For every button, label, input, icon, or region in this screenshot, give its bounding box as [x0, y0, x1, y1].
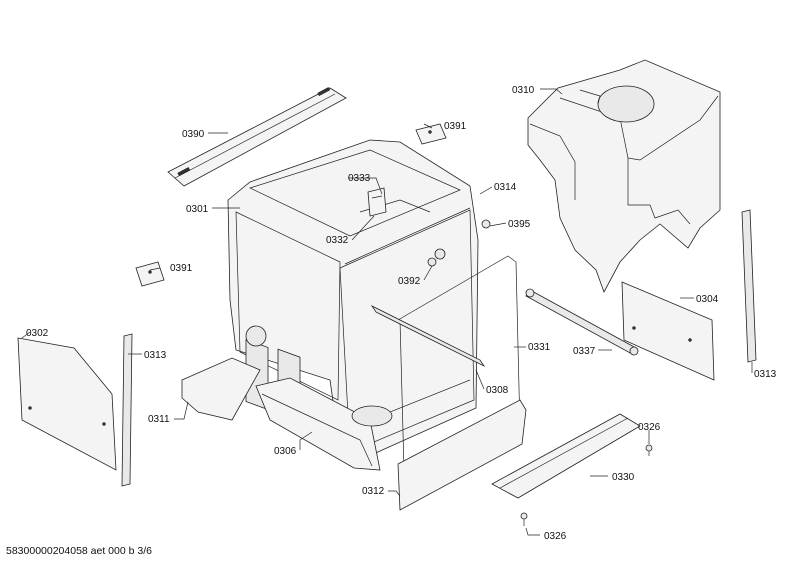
label-0302: 0302	[26, 328, 49, 339]
insulation-cover-part	[527, 59, 721, 293]
label-0304: 0304	[696, 294, 719, 305]
toe-kick-part	[491, 413, 641, 499]
label-0306: 0306	[274, 446, 297, 457]
label-0314: 0314	[494, 182, 517, 193]
fitting-part	[427, 219, 491, 267]
leader-lines	[21, 88, 753, 536]
side-strip-left-part	[121, 333, 133, 487]
base-tray-part	[255, 377, 393, 471]
label-0301: 0301	[186, 204, 209, 215]
latch-part	[367, 187, 387, 217]
label-0390: 0390	[182, 129, 205, 140]
label-0337: 0337	[573, 346, 596, 357]
label-0391-top: 0391	[444, 121, 467, 132]
top-strip-part	[167, 87, 347, 187]
label-0313-left: 0313	[144, 350, 167, 361]
left-panel-part	[17, 337, 117, 471]
label-0326-lower: 0326	[544, 531, 567, 542]
label-0326-upper: 0326	[638, 422, 661, 433]
base-cover-left-part	[181, 357, 261, 421]
label-0392: 0392	[398, 276, 421, 287]
right-panel-part	[621, 281, 715, 381]
label-0310: 0310	[512, 85, 535, 96]
label-0312: 0312	[362, 486, 385, 497]
label-0395: 0395	[508, 219, 531, 230]
label-0308: 0308	[486, 385, 509, 396]
label-0391-left: 0391	[170, 263, 193, 274]
bracket-top-part	[415, 123, 447, 145]
label-0333: 0333	[348, 173, 371, 184]
base-panel-front-part	[397, 399, 527, 511]
document-footer: 58300000204058 aet 000 b 3/6	[6, 545, 152, 557]
bracket-left-part	[135, 261, 165, 287]
label-0313-right: 0313	[754, 369, 777, 380]
label-0331: 0331	[528, 342, 551, 353]
label-0311: 0311	[148, 414, 170, 425]
side-rail-part	[370, 304, 486, 368]
side-strip-right-part	[741, 209, 757, 363]
screw-lower-part	[520, 512, 528, 526]
label-0332: 0332	[326, 235, 349, 246]
label-0330: 0330	[612, 472, 635, 483]
door-seal-part	[397, 255, 521, 471]
screw-upper-part	[645, 444, 653, 456]
rod-part	[525, 288, 639, 356]
